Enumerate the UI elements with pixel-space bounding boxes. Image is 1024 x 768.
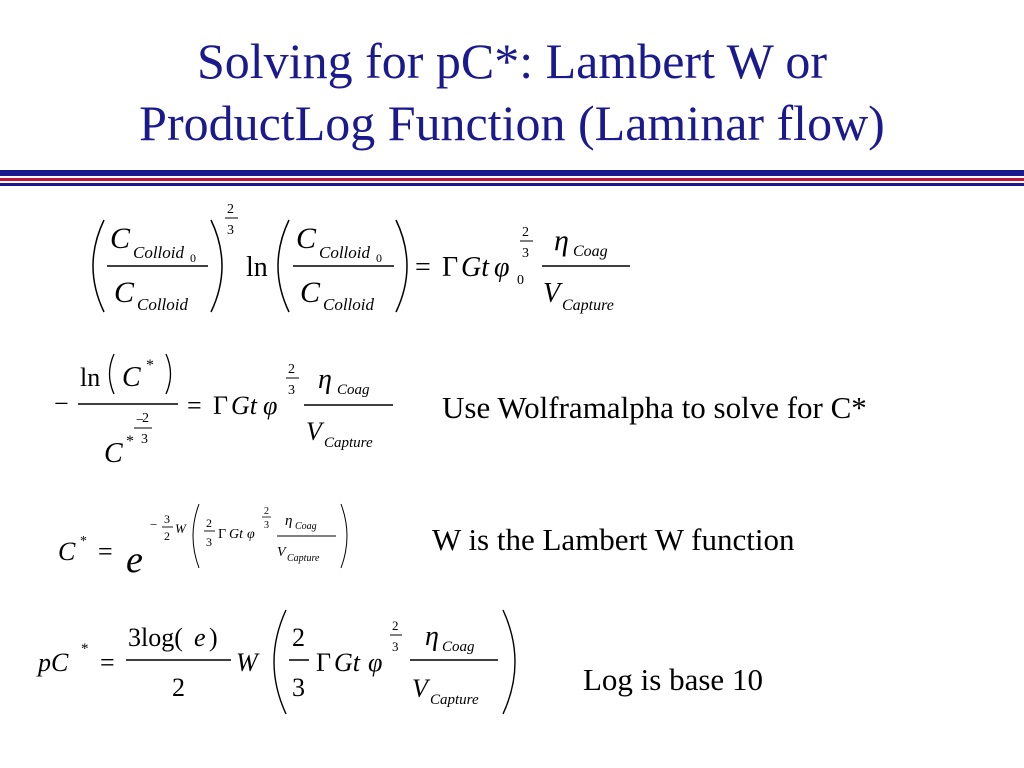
svg-text:3: 3 <box>522 246 529 261</box>
svg-text:Capture: Capture <box>430 692 479 708</box>
svg-text:): ) <box>209 623 218 652</box>
svg-text:2: 2 <box>392 618 399 633</box>
svg-text:ln: ln <box>80 363 100 392</box>
svg-text:0: 0 <box>190 251 196 265</box>
svg-text:Colloid: Colloid <box>319 243 371 262</box>
svg-text:Capture: Capture <box>324 435 373 451</box>
svg-text:=: = <box>98 537 113 566</box>
svg-text:W: W <box>236 648 260 677</box>
svg-text:3: 3 <box>264 520 269 531</box>
svg-text:2: 2 <box>164 529 170 543</box>
svg-text:φ: φ <box>263 391 277 420</box>
svg-text:C: C <box>296 222 317 255</box>
title-rule-thin <box>0 183 1024 186</box>
title-rule-red <box>0 178 1024 181</box>
svg-text:Coag: Coag <box>573 243 608 260</box>
svg-text:2: 2 <box>142 411 149 426</box>
svg-text:Capture: Capture <box>287 553 320 564</box>
svg-text:Gt: Gt <box>231 391 258 420</box>
svg-text:C: C <box>122 362 141 393</box>
svg-text:W: W <box>175 521 187 536</box>
svg-text:Coag: Coag <box>295 521 317 532</box>
svg-text:3: 3 <box>164 512 170 526</box>
note-wolframalpha: Use Wolframalpha to solve for C* <box>442 390 867 425</box>
svg-text:C: C <box>114 276 135 309</box>
svg-text:3: 3 <box>141 432 148 447</box>
svg-text:Capture: Capture <box>562 297 614 314</box>
title-line-1: Solving for pC*: Lambert W or <box>196 33 828 89</box>
svg-text:3: 3 <box>206 535 212 549</box>
svg-text:Colloid: Colloid <box>323 295 375 314</box>
svg-text:η: η <box>285 513 292 529</box>
svg-text:C: C <box>110 222 131 255</box>
svg-text:φ: φ <box>368 648 382 677</box>
svg-text:*: * <box>81 641 89 657</box>
svg-text:3log(: 3log( <box>128 623 183 652</box>
svg-text:=: = <box>100 648 115 677</box>
svg-text:V: V <box>306 417 325 446</box>
svg-text:φ: φ <box>247 527 255 542</box>
svg-text:Γ: Γ <box>213 391 228 420</box>
svg-text:3: 3 <box>288 383 295 398</box>
svg-text:Colloid: Colloid <box>137 295 189 314</box>
svg-text:=: = <box>415 252 431 283</box>
svg-text:3: 3 <box>392 639 399 654</box>
svg-text:2: 2 <box>292 623 305 652</box>
svg-text:Coag: Coag <box>337 382 370 398</box>
svg-text:−: − <box>150 517 157 532</box>
svg-text:e: e <box>194 623 206 652</box>
svg-text:Coag: Coag <box>442 639 475 655</box>
svg-text:0: 0 <box>376 251 382 265</box>
svg-text:*: * <box>126 433 134 450</box>
svg-text:2: 2 <box>288 362 295 377</box>
svg-text:*: * <box>80 534 87 549</box>
note-lambert-w: W is the Lambert W function <box>432 522 795 557</box>
svg-text:η: η <box>425 621 439 652</box>
svg-text:C: C <box>300 276 321 309</box>
svg-text:2: 2 <box>522 225 529 240</box>
slide-title: Solving for pC*: Lambert W or ProductLog… <box>0 30 1024 154</box>
svg-text:Gt: Gt <box>229 527 244 542</box>
svg-text:Gt: Gt <box>334 648 361 677</box>
svg-text:Colloid: Colloid <box>133 243 185 262</box>
svg-text:V: V <box>412 674 431 703</box>
svg-text:Gt: Gt <box>461 252 490 283</box>
svg-text:0: 0 <box>517 273 524 288</box>
svg-text:C: C <box>58 537 76 566</box>
svg-text:2: 2 <box>172 673 185 702</box>
svg-text:2: 2 <box>206 516 212 530</box>
svg-text:Γ: Γ <box>316 648 331 677</box>
svg-text:ln: ln <box>246 252 268 283</box>
svg-text:2: 2 <box>264 506 269 517</box>
svg-text:pC: pC <box>36 648 69 677</box>
svg-text:φ: φ <box>494 252 510 283</box>
svg-text:−: − <box>54 389 69 418</box>
svg-text:2: 2 <box>227 202 234 217</box>
svg-text:3: 3 <box>227 223 234 238</box>
svg-text:η: η <box>554 224 569 257</box>
svg-text:−: − <box>136 413 144 428</box>
svg-text:*: * <box>146 357 154 374</box>
svg-text:η: η <box>318 364 332 395</box>
svg-text:Γ: Γ <box>218 527 226 542</box>
svg-text:Γ: Γ <box>442 252 458 283</box>
svg-text:3: 3 <box>292 673 305 702</box>
title-line-2: ProductLog Function (Laminar flow) <box>139 95 885 151</box>
svg-text:V: V <box>277 545 287 560</box>
title-rule-thick <box>0 170 1024 176</box>
svg-text:e: e <box>126 539 143 581</box>
note-log-base: Log is base 10 <box>583 662 763 697</box>
svg-text:C: C <box>104 438 123 469</box>
svg-text:V: V <box>543 278 563 309</box>
svg-text:=: = <box>187 391 202 420</box>
